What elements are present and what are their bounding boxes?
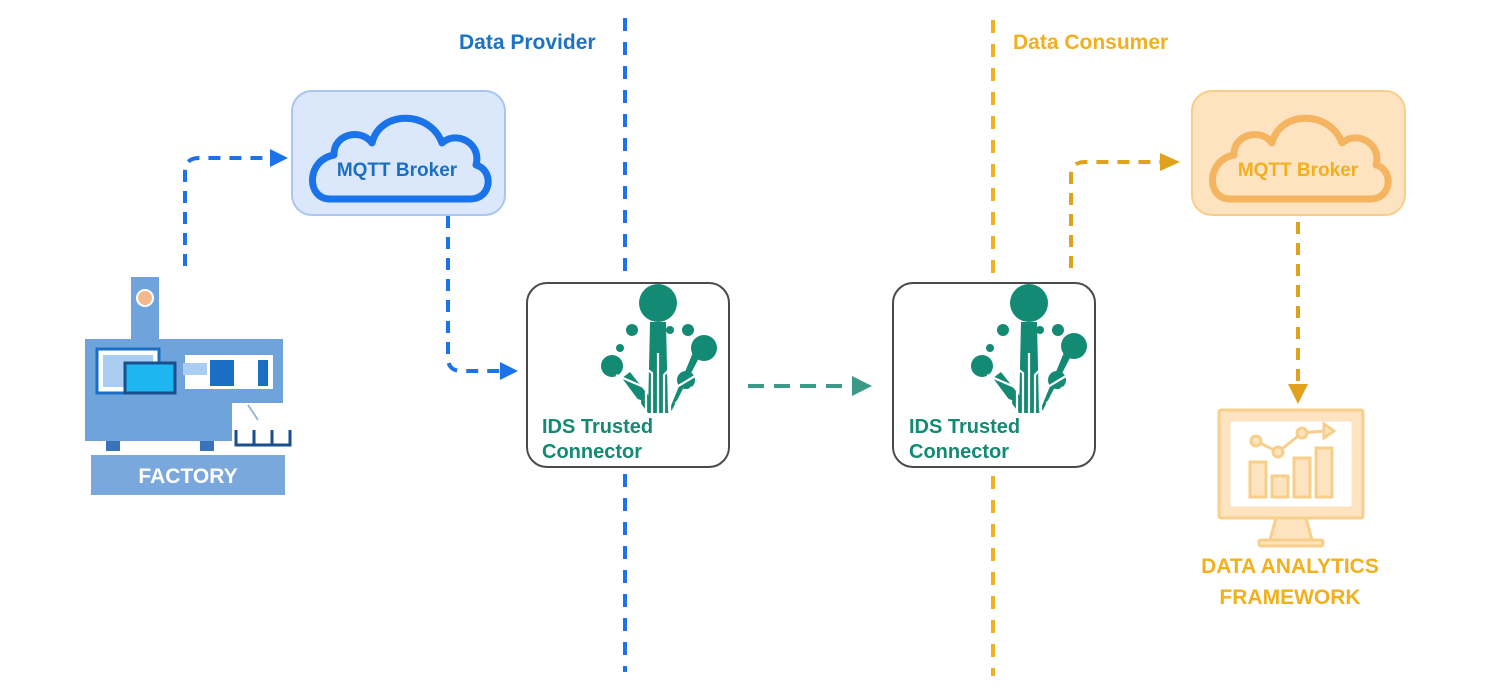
consumer-connector-label-line2: Connector [909,441,1009,463]
consumer-connector-label: IDS Trusted Connector [909,415,1020,465]
factory-machine-icon [85,277,292,495]
connector-to-consumer-broker-arrow [1069,160,1160,268]
broker-to-analytics-arrowhead [1288,384,1308,404]
monitor-chart-icon [1217,408,1365,548]
data-provider-label: Data Provider [459,31,596,54]
provider-connector-label: IDS Trusted Connector [542,415,653,465]
consumer-connector-label-line1: IDS Trusted [909,416,1021,438]
provider-connector-node [526,282,730,468]
factory-to-broker-arrowhead [270,149,288,167]
provider-connector-label-line1: IDS Trusted [542,416,654,438]
consumer-broker-label: MQTT Broker [1237,160,1359,181]
analytics-label-line2: FRAMEWORK [1219,586,1361,609]
factory-to-broker-arrow [183,156,270,266]
cloud-icon [309,114,492,203]
analytics-node [1217,408,1365,548]
provider-connector-label-line2: Connector [542,441,642,463]
connector-link-arrowhead [852,376,872,396]
consumer-connector-node [892,282,1096,468]
analytics-label-line1: DATA ANALYTICS [1201,555,1379,578]
provider-broker-node [291,90,506,216]
data-consumer-label: Data Consumer [1013,31,1169,54]
factory-label: FACTORY [138,465,238,488]
broker-to-connector-arrowhead [500,362,518,380]
connector-to-consumer-broker-arrowhead [1160,153,1180,171]
broker-to-connector-arrow [446,216,500,373]
consumer-broker-node [1191,90,1406,216]
analytics-label: DATA ANALYTICS FRAMEWORK [1170,551,1410,613]
cloud-icon [1209,114,1392,203]
factory-node [85,277,292,495]
provider-broker-label: MQTT Broker [336,160,458,181]
